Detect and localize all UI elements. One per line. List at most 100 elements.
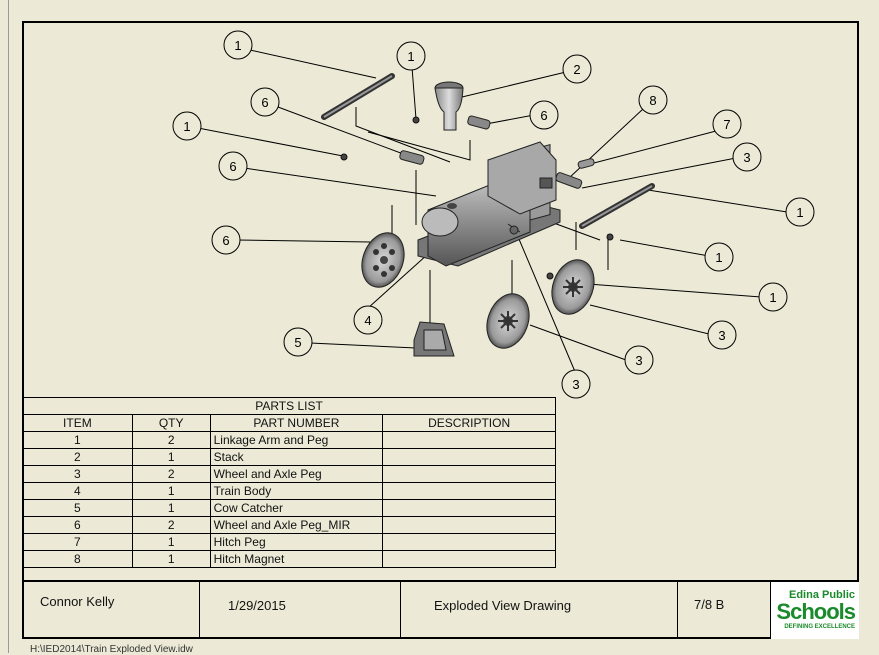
svg-text:6: 6 xyxy=(229,159,236,174)
description-cell xyxy=(382,465,556,483)
svg-text:1: 1 xyxy=(234,38,241,53)
item-cell: 8 xyxy=(22,550,133,568)
header-description: DESCRIPTION xyxy=(382,414,556,432)
svg-text:5: 5 xyxy=(294,335,301,350)
wheel-left xyxy=(361,232,405,288)
qty-cell: 1 xyxy=(131,533,211,551)
item-cell: 4 xyxy=(22,482,133,500)
part-number-cell: Linkage Arm and Peg xyxy=(209,431,384,449)
svg-text:1: 1 xyxy=(715,250,722,265)
axle-pegs xyxy=(399,115,595,189)
author-cell: Connor Kelly xyxy=(22,582,200,639)
title-cell: Exploded View Drawing xyxy=(401,582,678,639)
header-qty: QTY xyxy=(131,414,211,432)
svg-text:1: 1 xyxy=(796,205,803,220)
balloon-item-4: 4 xyxy=(353,305,383,335)
train-body xyxy=(417,141,561,267)
svg-text:1: 1 xyxy=(769,290,776,305)
linkage-arm-right xyxy=(579,183,655,229)
svg-text:3: 3 xyxy=(743,150,750,165)
balloon-item-6: 6 xyxy=(529,100,559,130)
header-item: ITEM xyxy=(22,414,133,432)
logo-line2: Schools xyxy=(776,599,856,624)
qty-cell: 2 xyxy=(131,465,211,483)
item-cell: 2 xyxy=(22,448,133,466)
part-number-cell: Wheel and Axle Peg_MIR xyxy=(209,516,384,534)
qty-cell: 1 xyxy=(131,482,211,500)
qty-cell: 2 xyxy=(131,431,211,449)
svg-text:1: 1 xyxy=(407,49,414,64)
balloon-item-8: 8 xyxy=(638,85,668,115)
wheel-right-lower xyxy=(486,293,530,349)
item-cell: 7 xyxy=(22,533,133,551)
balloon-item-1: 1 xyxy=(223,30,253,60)
drawing-title: Exploded View Drawing xyxy=(434,598,572,613)
svg-text:3: 3 xyxy=(635,353,642,368)
balloon-item-3: 3 xyxy=(707,320,737,350)
balloon-item-6: 6 xyxy=(250,87,280,117)
svg-text:6: 6 xyxy=(540,108,547,123)
class-period: 7/8 B xyxy=(694,597,725,612)
description-cell xyxy=(382,533,556,551)
title-block: Connor Kelly 1/29/2015 Exploded View Dra… xyxy=(22,580,859,639)
file-path: H:\IED2014\Train Exploded View.idw xyxy=(30,644,193,655)
balloon-item-3: 3 xyxy=(624,345,654,375)
item-cell: 1 xyxy=(22,431,133,449)
linkage-arm-top xyxy=(321,73,395,120)
part-number-cell: Wheel and Axle Peg xyxy=(209,465,384,483)
drawing-date: 1/29/2015 xyxy=(228,598,286,613)
drawing-sheet-border xyxy=(22,21,859,639)
balloon-item-3: 3 xyxy=(561,369,591,399)
balloon-item-3: 3 xyxy=(732,142,762,172)
description-cell xyxy=(382,431,556,449)
logo-line1: Edina Public xyxy=(788,589,855,601)
balloon-item-1: 1 xyxy=(704,242,734,272)
parts-list-table: PARTS LIST ITEM QTY PART NUMBER DESCRIPT… xyxy=(22,397,556,568)
part-number-cell: Train Body xyxy=(209,482,384,500)
wheel-right-upper xyxy=(551,259,595,315)
balloon-item-5: 5 xyxy=(283,327,313,357)
balloon-item-1: 1 xyxy=(758,282,788,312)
leader-lines xyxy=(197,49,788,375)
edina-schools-logo: Edina Public Schools DEFINING EXCELLENCE xyxy=(771,582,859,639)
svg-text:7: 7 xyxy=(723,117,730,132)
window-edge xyxy=(0,0,9,653)
balloons: 1 1 2 6 6 8 1 7 6 3 1 6 1 1 4 3 5 3 3 xyxy=(172,30,815,399)
item-cell: 5 xyxy=(22,499,133,517)
item-cell: 6 xyxy=(22,516,133,534)
svg-text:2: 2 xyxy=(573,62,580,77)
balloon-item-1: 1 xyxy=(396,41,426,71)
cow-catcher xyxy=(413,321,455,357)
svg-text:8: 8 xyxy=(649,93,656,108)
description-cell xyxy=(382,550,556,568)
header-part-number: PART NUMBER xyxy=(209,414,384,432)
small-pegs xyxy=(340,116,614,280)
description-cell xyxy=(382,448,556,466)
svg-text:6: 6 xyxy=(261,95,268,110)
qty-cell: 2 xyxy=(131,516,211,534)
svg-text:4: 4 xyxy=(364,313,371,328)
qty-cell: 1 xyxy=(131,448,211,466)
period-cell: 7/8 B xyxy=(678,582,771,639)
date-cell: 1/29/2015 xyxy=(200,582,401,639)
item-cell: 3 xyxy=(22,465,133,483)
logo-tagline: DEFINING EXCELLENCE xyxy=(784,624,855,630)
description-cell xyxy=(382,482,556,500)
part-number-cell: Hitch Magnet xyxy=(209,550,384,568)
qty-cell: 1 xyxy=(131,499,211,517)
part-number-cell: Hitch Peg xyxy=(209,533,384,551)
balloon-item-1: 1 xyxy=(785,197,815,227)
balloon-item-1: 1 xyxy=(172,111,202,141)
stack-part xyxy=(434,81,464,131)
balloon-item-6: 6 xyxy=(218,151,248,181)
part-number-cell: Cow Catcher xyxy=(209,499,384,517)
parts-list-title: PARTS LIST xyxy=(22,397,556,415)
